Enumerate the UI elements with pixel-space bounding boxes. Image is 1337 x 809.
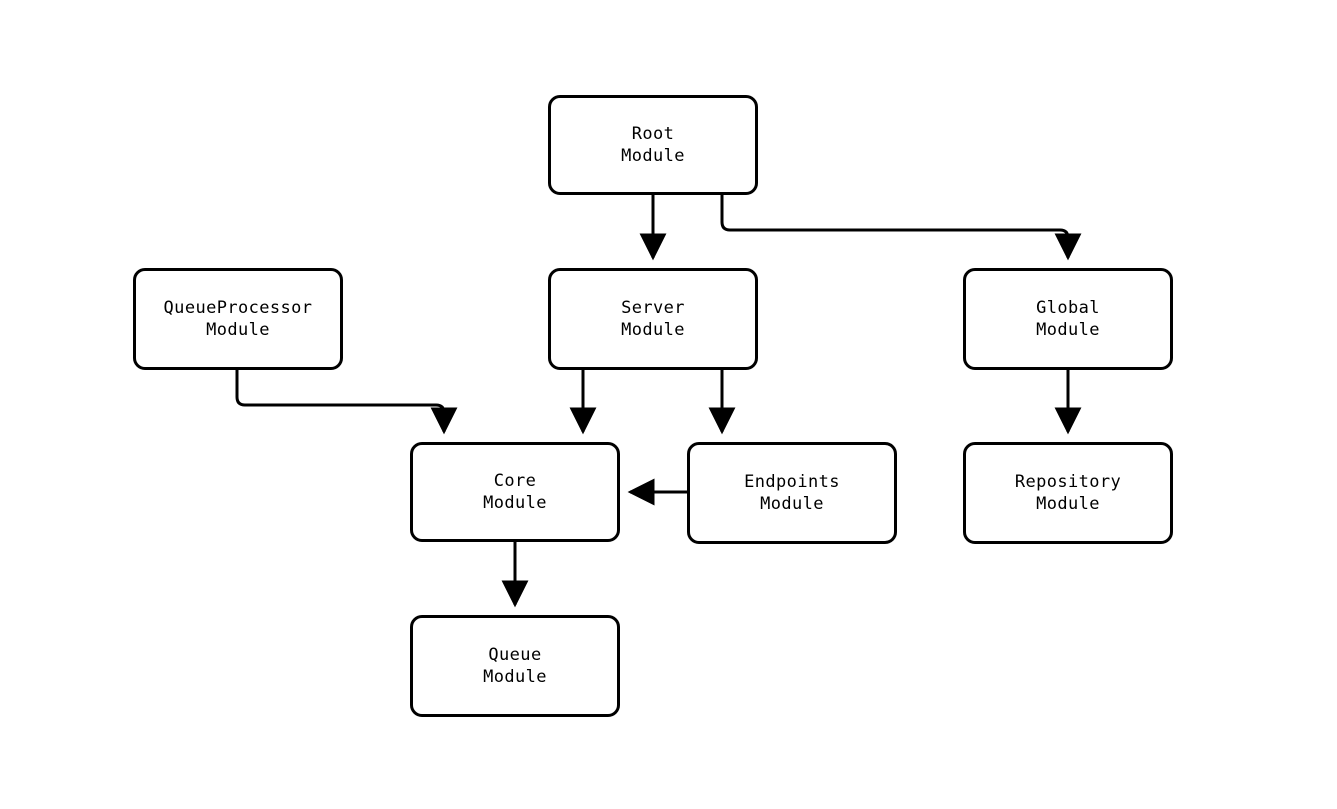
node-root-kind: Module	[621, 146, 685, 166]
node-queue-kind: Module	[483, 667, 547, 687]
node-endpoints-kind: Module	[760, 494, 824, 514]
node-server-kind: Module	[621, 320, 685, 340]
node-repository-kind: Module	[1036, 494, 1100, 514]
node-root-name: Root	[631, 124, 675, 144]
edge-root-to-global	[720, 195, 1082, 261]
edge-queueprocessor-to-core	[235, 370, 458, 435]
node-repository-name: Repository	[1014, 472, 1122, 492]
node-core-name: Core	[493, 471, 537, 491]
node-server-name: Server	[621, 298, 685, 318]
node-endpoints-name: Endpoints	[744, 472, 840, 492]
node-global-kind: Module	[1036, 320, 1100, 340]
node-queueprocessor-kind: Module	[206, 320, 270, 340]
node-queueprocessor-name: QueueProcessor	[163, 298, 313, 318]
node-queue-name: Queue	[488, 645, 542, 665]
node-core-kind: Module	[483, 493, 547, 513]
node-global-name: Global	[1036, 298, 1100, 318]
